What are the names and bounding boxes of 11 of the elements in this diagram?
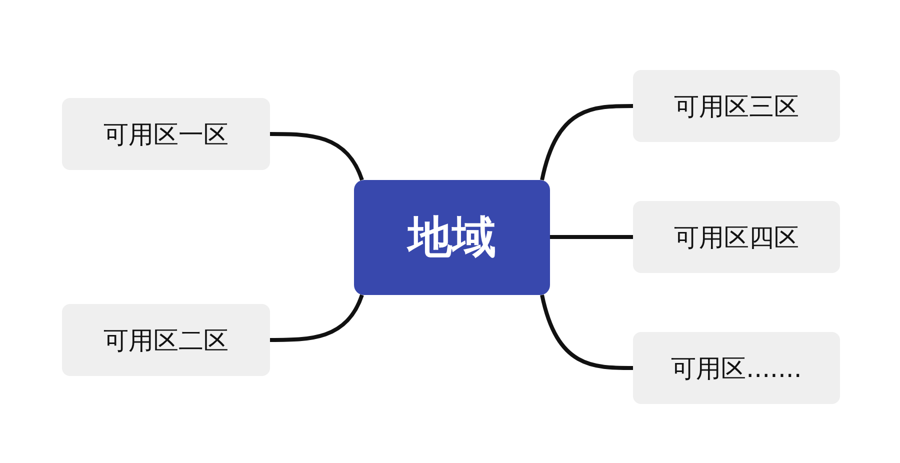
- subtopic-box: 可用区一区: [62, 98, 270, 170]
- subtopic-box: 可用区.......: [633, 332, 840, 404]
- connector-line: [540, 104, 633, 180]
- topic-box: 地域: [354, 180, 550, 295]
- connector-line: [270, 132, 364, 181]
- connector-line: [550, 235, 633, 239]
- subtopic-box: 可用区二区: [62, 304, 270, 376]
- connector-line: [540, 294, 633, 370]
- subtopic-box: 可用区三区: [633, 70, 840, 142]
- subtopic-box: 可用区四区: [633, 201, 840, 273]
- connector-line: [270, 294, 364, 342]
